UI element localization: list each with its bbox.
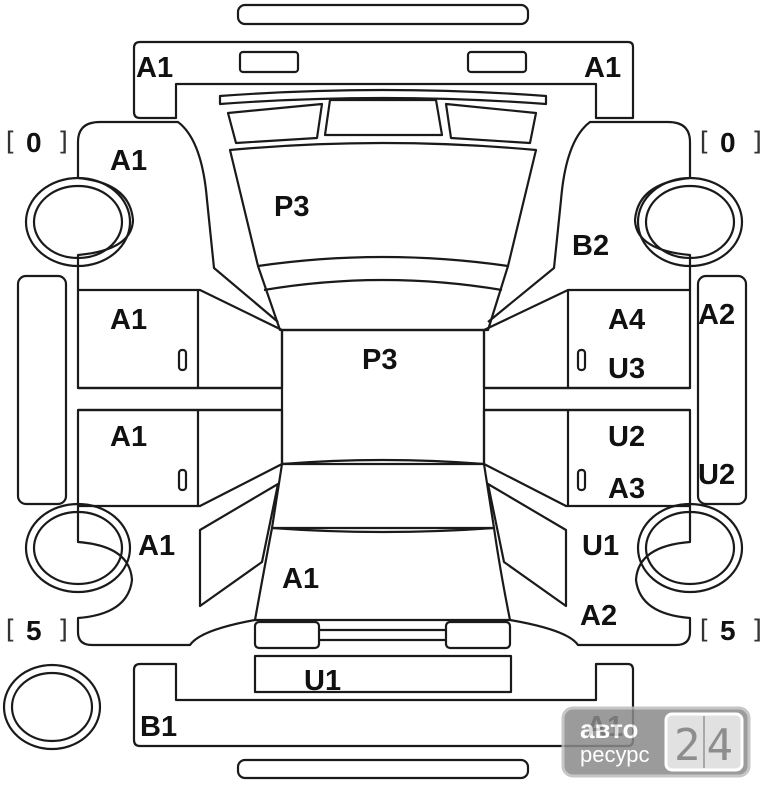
grille (323, 98, 444, 137)
label-rear-door-left: A1 (110, 421, 147, 453)
label-right-sill-top: A2 (698, 299, 735, 331)
svg-text:]: ] (750, 127, 766, 157)
front-bumper-outline (132, 40, 635, 120)
handle-left-front (177, 348, 188, 372)
watermark-logo: авто ресурс 24 (561, 706, 751, 778)
watermark-digits: 24 (674, 720, 739, 771)
label-front-door-left: A1 (110, 304, 147, 336)
scale-rear-right-value: 5 (720, 615, 736, 646)
door-right-rear (482, 408, 692, 508)
label-front-fender-right: B2 (572, 230, 609, 262)
rear-fender-left (76, 506, 256, 647)
handle-right-rear (576, 468, 587, 492)
label-hood: P3 (274, 191, 309, 223)
label-tailgate: U1 (304, 665, 341, 697)
label-front-door-right-b: U3 (608, 353, 645, 385)
label-rear-bumper-left: B1 (140, 711, 177, 743)
scale-front-left: [ 0 ] (2, 127, 72, 158)
wheel-front-left (24, 176, 132, 268)
hood-outline (228, 141, 538, 332)
grille-strip (218, 88, 548, 106)
headlight-right (444, 102, 538, 145)
roof-outline (280, 328, 486, 466)
label-roof: P3 (362, 344, 397, 376)
rear-quarter-right (486, 482, 568, 608)
fog-light-left (238, 50, 300, 74)
label-rear-door-right-a: U2 (608, 421, 645, 453)
svg-text:[: [ (2, 127, 18, 157)
rear-bumper-outline (132, 662, 635, 748)
label-front-bumper-right: A1 (584, 52, 621, 84)
handle-right-front (576, 348, 587, 372)
front-bumper-strip (236, 3, 530, 26)
door-left-front (76, 288, 284, 390)
svg-text:[: [ (696, 615, 712, 645)
label-front-door-right-a: A4 (608, 304, 645, 336)
label-front-bumper-left: A1 (136, 52, 173, 84)
watermark-line2: ресурс (580, 742, 649, 767)
label-right-sill-bottom: U2 (698, 459, 735, 491)
sill-right (696, 274, 748, 506)
watermark-line1: авто (580, 714, 638, 744)
fog-light-right (466, 50, 528, 74)
scale-front-left-value: 0 (26, 127, 42, 158)
svg-text:]: ] (56, 127, 72, 157)
door-right-front (482, 288, 692, 390)
svg-text:]: ] (750, 615, 766, 645)
scale-front-right: [ 0 ] (696, 127, 766, 158)
svg-text:[: [ (2, 615, 18, 645)
label-rear-fender-left: A1 (138, 530, 175, 562)
label-rear-fender-right-a: U1 (582, 530, 619, 562)
wheel-rear-left (24, 502, 132, 594)
scale-front-right-value: 0 (720, 127, 736, 158)
wheel-front-right (636, 176, 744, 268)
door-left-rear (76, 408, 284, 508)
tail-light-left (253, 620, 321, 650)
rear-window (270, 458, 496, 534)
label-rear-fender-right-b: A2 (580, 600, 617, 632)
label-front-fender-left: A1 (110, 145, 147, 177)
scale-rear-right: [ 5 ] (696, 615, 766, 646)
wheel-rear-right (636, 502, 744, 594)
scale-rear-left-value: 5 (26, 615, 42, 646)
windshield-line (257, 255, 509, 268)
rear-fender-right (509, 506, 692, 647)
rear-quarter-left (198, 482, 280, 608)
tailgate-panel (253, 654, 513, 694)
label-trunk: A1 (282, 563, 319, 595)
rear-bumper-strip (236, 758, 530, 780)
handle-left-rear (177, 468, 188, 492)
windshield-line-2 (263, 278, 503, 292)
svg-text:[: [ (696, 127, 712, 157)
headlight-left (226, 102, 324, 145)
svg-text:]: ] (56, 615, 72, 645)
tail-light-right (444, 620, 512, 650)
scale-rear-left: [ 5 ] (2, 615, 72, 646)
sill-left (16, 274, 68, 506)
spare-wheel (2, 663, 102, 751)
label-rear-door-right-b: A3 (608, 473, 645, 505)
